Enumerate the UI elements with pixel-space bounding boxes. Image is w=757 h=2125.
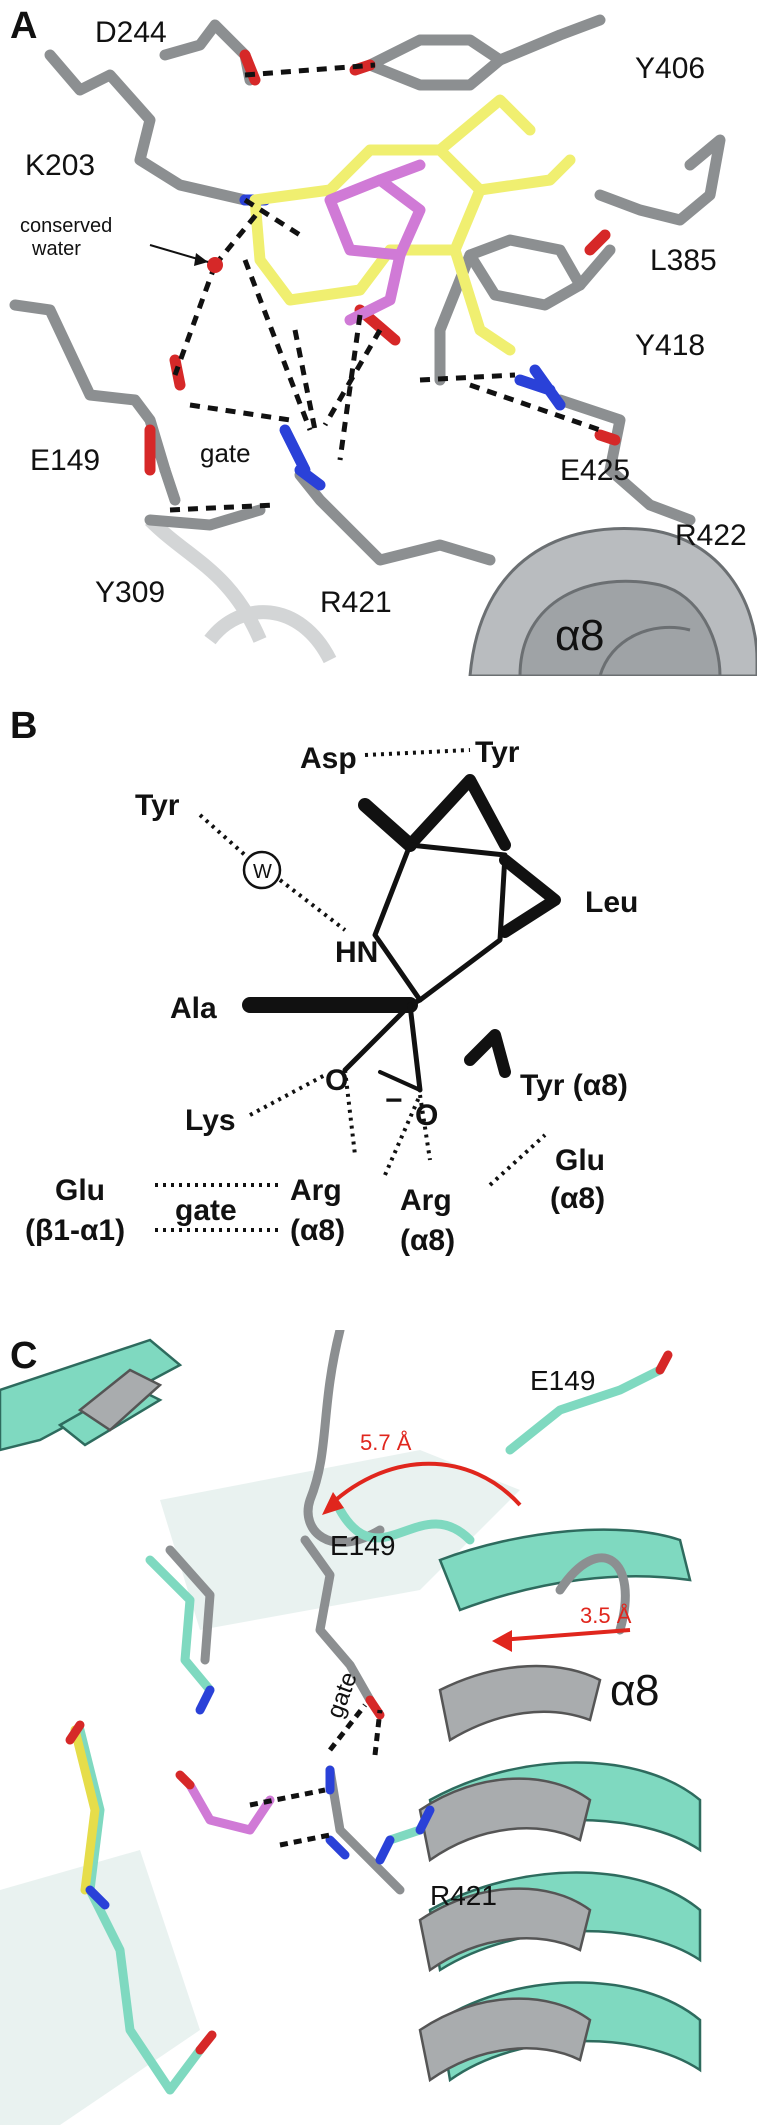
- residue-label-y309: Y309: [95, 576, 165, 609]
- label-e149-mid: E149: [330, 1530, 395, 1561]
- label-minus: −: [385, 1084, 403, 1117]
- water-label-line1: conserved: [20, 215, 112, 237]
- ligand-pink: [324, 159, 426, 326]
- residue-label-r422: R422: [675, 519, 747, 552]
- label-arg-2: Arg: [400, 1184, 452, 1217]
- label-glu-right-sub: (α8): [550, 1182, 605, 1215]
- helix-label-alpha: α: [555, 611, 580, 660]
- grey-cartoon: [77, 1368, 602, 2083]
- residue-label-y406: Y406: [635, 52, 705, 85]
- stick-atoms-blue: [85, 1685, 435, 1910]
- gate-hbond-dashes: [249, 1703, 383, 1848]
- panel-c-structure: C E149 E149 5.7 Å 3.5 Å gate R421 α 8: [0, 1330, 702, 2125]
- label-hn: HN: [335, 936, 378, 969]
- label-glu-left: Glu: [55, 1174, 105, 1207]
- panel-c: C E149 E149 5.7 Å 3.5 Å gate R421 α 8: [0, 1330, 757, 2125]
- label-arg-1-sub: (α8): [290, 1214, 345, 1247]
- label-tyr-left: Tyr: [135, 789, 180, 822]
- panel-b-label: B: [10, 705, 37, 747]
- label-glu-right: Glu: [555, 1144, 605, 1177]
- panel-a: A D244 Y406 K203 L385 Y418 E149 E425 R42…: [0, 0, 757, 676]
- ligand-yellow: [249, 94, 576, 356]
- panel-b: B Asp Tyr Tyr W HN Leu Ala Tyr (α8) O O …: [0, 700, 757, 1300]
- residue-label-r421: R421: [320, 586, 392, 619]
- label-tyr-a8: Tyr (α8): [520, 1069, 628, 1102]
- label-e149-top: E149: [530, 1365, 595, 1396]
- interaction-dots: [155, 748, 547, 1232]
- distance-arrows: [328, 1461, 631, 1642]
- panel-c-label: C: [10, 1335, 37, 1377]
- residue-label-k203: K203: [25, 149, 95, 182]
- bond-lines: [242, 774, 561, 1093]
- label-o2: O: [415, 1099, 438, 1132]
- stick-residues: [70, 1365, 665, 2095]
- label-water: W: [253, 861, 272, 883]
- loop-cartoon: [145, 515, 337, 664]
- helix-label-number: 8: [580, 611, 604, 660]
- residue-label-d244: D244: [95, 16, 167, 49]
- label-distance-5-7: 5.7 Å: [360, 1430, 412, 1455]
- conserved-water-sphere: [207, 257, 223, 273]
- label-ala: Ala: [170, 992, 217, 1025]
- residue-label-e425: E425: [560, 454, 630, 487]
- label-o1: O: [325, 1064, 348, 1097]
- label-asp: Asp: [300, 742, 357, 775]
- distance-arrowhead-2: [492, 1630, 512, 1652]
- gate-label: gate: [200, 438, 251, 468]
- water-label-line2: water: [31, 238, 81, 260]
- helix-a8-cartoon: [468, 527, 757, 676]
- label-arg-2-sub: (α8): [400, 1224, 455, 1257]
- loop-tubes: [303, 1330, 630, 1635]
- panel-a-label: A: [10, 5, 37, 47]
- label-arg-1: Arg: [290, 1174, 342, 1207]
- label-helix-number: 8: [635, 1666, 659, 1715]
- label-lys: Lys: [185, 1104, 236, 1137]
- panel-b-schematic: B Asp Tyr Tyr W HN Leu Ala Tyr (α8) O O …: [10, 705, 638, 1257]
- label-gate: gate: [175, 1194, 237, 1227]
- hbond-dashes: [169, 62, 601, 513]
- residue-label-l385: L385: [650, 244, 717, 277]
- water-circle: [242, 850, 282, 890]
- water-pointer-arrowhead: [194, 253, 208, 266]
- distance-arrowhead-1: [322, 1492, 344, 1515]
- label-distance-3-5: 3.5 Å: [580, 1603, 632, 1628]
- residue-label-y418: Y418: [635, 329, 705, 362]
- label-r421: R421: [430, 1880, 497, 1911]
- residue-label-e149: E149: [30, 444, 100, 477]
- label-glu-left-sub: (β1-α1): [25, 1214, 125, 1247]
- label-tyr-top: Tyr: [475, 736, 520, 769]
- panel-a-structure: A D244 Y406 K203 L385 Y418 E149 E425 R42…: [9, 5, 757, 676]
- label-helix-alpha: α: [610, 1666, 635, 1715]
- label-leu: Leu: [585, 886, 638, 919]
